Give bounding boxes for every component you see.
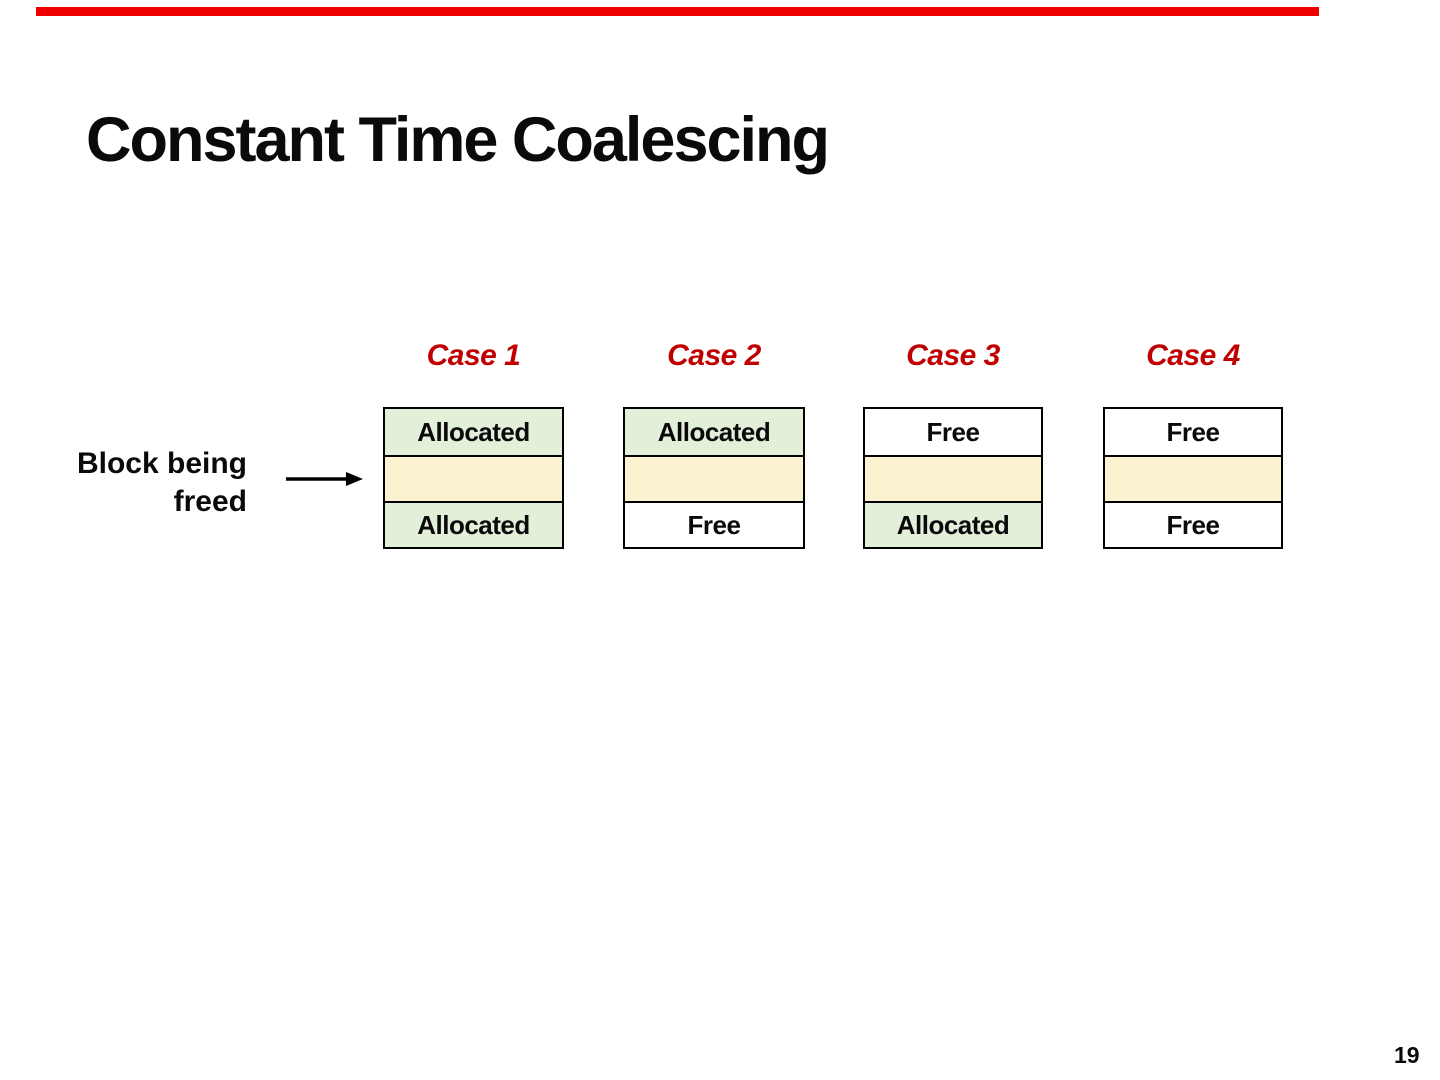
case-1-cell-top: Allocated [385,409,562,455]
case-1-cell-bottom: Allocated [385,501,562,547]
case-1-memory-block: Allocated Allocated [383,407,564,549]
case-4-cell-freed [1105,455,1281,501]
case-2-cell-freed [625,455,803,501]
case-column-1: Case 1 Allocated Allocated [383,338,564,549]
top-accent-bar [36,7,1319,16]
case-4-cell-bottom: Free [1105,501,1281,547]
case-4-cell-top: Free [1105,409,1281,455]
page-number: 19 [1394,1042,1420,1068]
case-column-2: Case 2 Allocated Free [623,338,805,549]
case-4-label: Case 4 [1146,339,1240,372]
case-2-cell-bottom: Free [625,501,803,547]
block-being-freed-label: Block being freed [40,445,247,521]
block-being-freed-line2: freed [173,485,247,518]
case-column-4: Case 4 Free Free [1103,338,1283,549]
right-arrow-icon [286,472,363,486]
case-1-label: Case 1 [426,339,521,372]
case-2-memory-block: Allocated Free [623,407,805,549]
case-3-cell-top: Free [865,409,1041,455]
case-2-label: Case 2 [667,339,761,372]
case-column-3: Case 3 Free Allocated [863,338,1043,549]
case-3-cell-bottom: Allocated [865,501,1041,547]
case-3-label: Case 3 [906,339,1000,372]
block-being-freed-line1: Block being [76,447,247,480]
case-3-cell-freed [865,455,1041,501]
case-4-memory-block: Free Free [1103,407,1283,549]
case-3-memory-block: Free Allocated [863,407,1043,549]
page-title: Constant Time Coalescing [86,105,830,175]
case-1-cell-freed [385,455,562,501]
case-2-cell-top: Allocated [625,409,803,455]
